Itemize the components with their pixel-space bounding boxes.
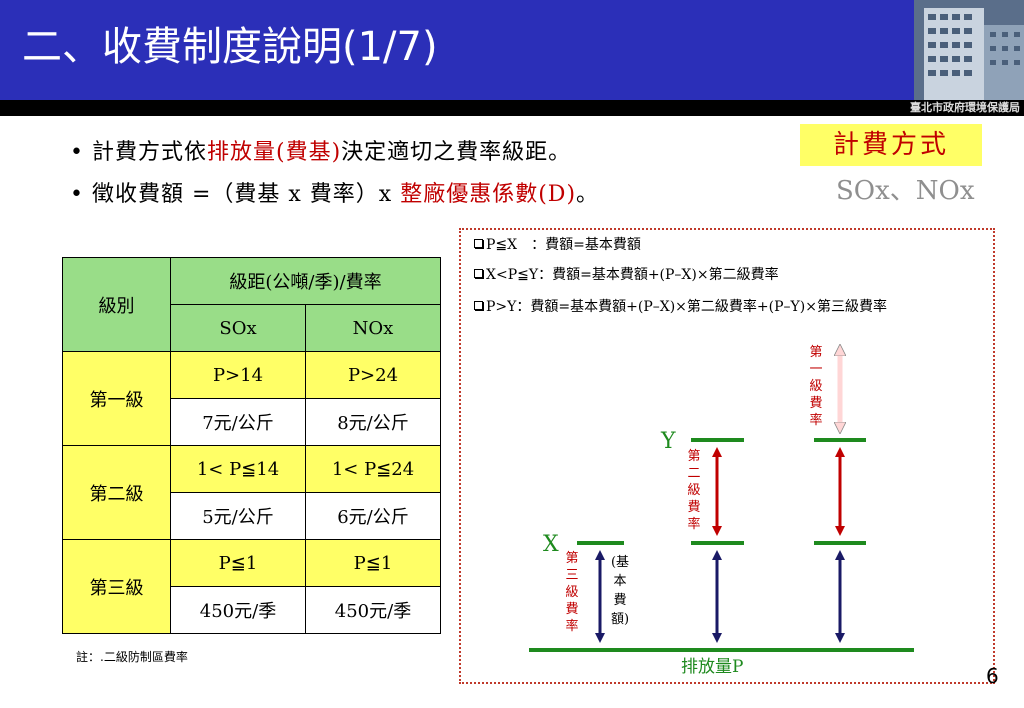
header-nox: NOx <box>305 304 441 352</box>
sox-rate-cell: 450元/季 <box>170 586 306 634</box>
bullet-text-highlight: 整廠優惠係數(D) <box>400 182 577 207</box>
header-range-rate: 級距(公噸/季)/費率 <box>170 257 441 305</box>
header-sox: SOx <box>170 304 306 352</box>
page-title: 二、收費制度說明(1/7) <box>22 24 438 70</box>
fee-diagram-panel <box>459 228 995 684</box>
sox-range-cell: P≦1 <box>170 539 306 587</box>
checkbox-bullet-icon <box>474 301 483 310</box>
rate2-label-char: 級 <box>687 483 700 498</box>
bullet-text-pre: 徵收費額 =（費基 x 費率）x <box>91 182 401 207</box>
rule-item: X<P≦Y：費額=基本費額+(P–X)×第二級費率 <box>474 264 779 284</box>
rate1-label-char: 第 <box>809 345 822 360</box>
rate3-label-char: 三 <box>565 568 578 583</box>
bullet-text-post: 。 <box>576 182 600 207</box>
sox-rate-cell: 7元/公斤 <box>170 398 306 446</box>
bullet-dot: • <box>70 182 84 207</box>
table-row: 5元/公斤 6元/公斤 <box>63 492 441 540</box>
rule-text: P>Y：費額=基本費額+(P–X)×第二級費率+(P–Y)×第三級費率 <box>486 299 887 315</box>
rate1-label-char: 費 <box>809 396 822 411</box>
rule-item: P>Y：費額=基本費額+(P–X)×第二級費率+(P–Y)×第三級費率 <box>474 296 887 316</box>
nox-range-cell: 1< P≦24 <box>305 445 441 493</box>
rate3-label-char: 費 <box>565 602 578 617</box>
table-row: 第三級 P≦1 P≦1 <box>62 539 441 634</box>
rate1-label-char: 率 <box>809 412 822 428</box>
table-row: 7元/公斤 8元/公斤 <box>63 398 441 446</box>
table-note: 註：.二級防制區費率 <box>76 650 188 664</box>
fee-rate-table: 級別 級距(公噸/季)/費率 SOx NOx 第一級 P>14 P>24 7元/… <box>62 257 441 634</box>
base-fee-label-char: 本 <box>613 574 626 589</box>
base-fee-label-char: 額) <box>611 612 629 627</box>
base-fee-label-char: (基 <box>611 555 629 570</box>
nox-range-cell: P≦1 <box>305 539 441 587</box>
rate3-label-char: 第 <box>565 551 578 566</box>
nox-rate-cell: 8元/公斤 <box>305 398 441 446</box>
agency-logo-text: 臺北市政府環境保護局 <box>910 101 1020 114</box>
table-subheader-row: SOx NOx <box>63 304 441 352</box>
bullet-text-pre: 計費方式依 <box>91 140 207 165</box>
sox-range-cell: P>14 <box>170 351 306 399</box>
table-row: 第一級 P>14 P>24 <box>62 351 441 446</box>
header-band <box>0 100 1024 116</box>
rate1-label-char: 一 <box>809 362 822 377</box>
bullet-fee-formula: • 徵收費額 =（費基 x 費率）x 整廠優惠係數(D)。 <box>70 176 599 208</box>
rate2-label-char: 二 <box>687 466 700 481</box>
rule-text: X<P≦Y：費額=基本費額+(P–X)×第二級費率 <box>486 267 779 283</box>
sox-rate-cell: 5元/公斤 <box>170 492 306 540</box>
pollutant-label: SOx、NOx <box>836 176 975 206</box>
bullet-text-post: 決定適切之費率級距。 <box>341 140 572 165</box>
nox-range-cell: P>24 <box>305 351 441 399</box>
grade-cell: 第二級 <box>62 445 171 540</box>
rate2-label-char: 第 <box>687 449 700 464</box>
header-bar: 二、收費制度說明(1/7) <box>0 0 1024 100</box>
bullet-dot: • <box>70 140 84 165</box>
rate3-label-char: 級 <box>565 585 578 600</box>
rule-text: P≦X ：費額=基本費額 <box>486 237 641 253</box>
table-header-row: 級別 級距(公噸/季)/費率 <box>62 257 441 352</box>
rate2-label-char: 費 <box>687 500 700 515</box>
rate2-label: 第 二 級 費 率 <box>687 449 700 532</box>
checkbox-bullet-icon <box>474 239 483 248</box>
building-photo-icon <box>914 0 1024 100</box>
bullet-text-highlight: 排放量(費基) <box>207 140 342 165</box>
nox-rate-cell: 6元/公斤 <box>305 492 441 540</box>
fee-method-badge: 計費方式 <box>800 124 982 166</box>
table-row: 第二級 1< P≦14 1< P≦24 <box>62 445 441 540</box>
level-x-label: X <box>543 532 559 557</box>
fee-step-diagram: X Y 排放量P 第 三 級 費 率 (基 本 費 額) 第 二 級 費 率 第… <box>529 228 914 677</box>
nox-rate-cell: 450元/季 <box>305 586 441 634</box>
base-fee-label: (基 本 費 額) <box>611 555 629 627</box>
rate1-label-char: 級 <box>809 379 822 394</box>
rate3-label-char: 率 <box>565 618 578 634</box>
page-number: 6 <box>986 664 999 688</box>
bullet-fee-method: • 計費方式依排放量(費基)決定適切之費率級距。 <box>70 134 571 166</box>
rule-item: P≦X ：費額=基本費額 <box>474 234 641 254</box>
base-fee-label-char: 費 <box>613 593 626 608</box>
sox-range-cell: 1< P≦14 <box>170 445 306 493</box>
grade-cell: 第三級 <box>62 539 171 634</box>
checkbox-bullet-icon <box>474 269 483 278</box>
rate1-label: 第 一 級 費 率 <box>809 345 822 428</box>
table-row: 450元/季 450元/季 <box>63 586 441 634</box>
emission-axis-label: 排放量P <box>681 657 743 677</box>
rate2-label-char: 率 <box>687 516 700 532</box>
header-grade: 級別 <box>62 257 171 352</box>
rate3-label: 第 三 級 費 率 <box>565 551 578 634</box>
grade-cell: 第一級 <box>62 351 171 446</box>
level-y-label: Y <box>660 429 676 454</box>
